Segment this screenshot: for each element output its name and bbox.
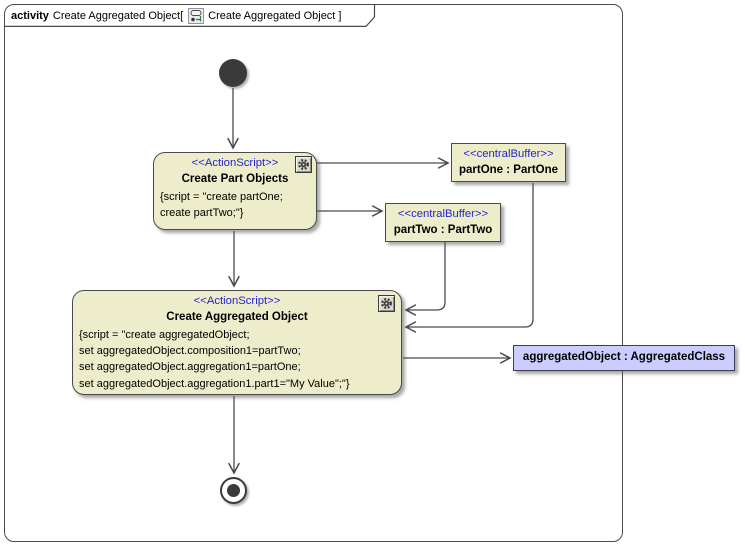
action-title: Create Part Objects bbox=[181, 173, 289, 185]
initial-node[interactable] bbox=[219, 59, 247, 87]
stereotype-label: <<centralBuffer>> bbox=[463, 148, 554, 160]
frame-keyword: activity bbox=[11, 9, 49, 22]
gear-icon[interactable] bbox=[378, 295, 395, 312]
object-aggregated-object[interactable]: aggregatedObject : AggregatedClass bbox=[513, 345, 735, 371]
script-line: set aggregatedObject.aggregation1=partOn… bbox=[79, 361, 301, 374]
buffer-parttwo[interactable]: <<centralBuffer>> partTwo : PartTwo bbox=[385, 203, 501, 242]
stereotype-label: <<ActionScript>> bbox=[193, 295, 281, 307]
script-line: {script = "create aggregatedObject; bbox=[79, 329, 250, 341]
frame-title-tab: activity Create Aggregated Object[ Creat… bbox=[5, 5, 373, 26]
action-create-aggregated-object[interactable]: <<ActionScript>> Create Aggregated Objec… bbox=[72, 290, 402, 395]
buffer-label: partTwo : PartTwo bbox=[393, 224, 493, 236]
action-create-part-objects[interactable]: <<ActionScript>> Create Part Objects {sc… bbox=[153, 152, 317, 230]
final-node-dot bbox=[227, 484, 240, 497]
script-line: {script = "create partOne; bbox=[160, 191, 283, 203]
script-line: set aggregatedObject.composition1=partTw… bbox=[79, 345, 301, 358]
gear-icon[interactable] bbox=[295, 156, 312, 173]
action-script-body: {script = "create partOne; create partTw… bbox=[154, 188, 316, 221]
frame-activity-name: Create Aggregated Object[ bbox=[52, 9, 184, 22]
object-label: aggregatedObject : AggregatedClass bbox=[522, 351, 726, 363]
final-node[interactable] bbox=[220, 477, 247, 504]
script-line: set aggregatedObject.aggregation1.part1=… bbox=[79, 377, 350, 390]
buffer-label: partOne : PartOne bbox=[458, 164, 559, 176]
stereotype-label: <<ActionScript>> bbox=[191, 157, 279, 169]
activity-frame bbox=[4, 4, 623, 542]
action-script-body: {script = "create aggregatedObject; set … bbox=[73, 326, 401, 392]
stereotype-label: <<centralBuffer>> bbox=[397, 208, 489, 220]
activity-diagram-icon bbox=[188, 7, 205, 24]
frame-diagram-ref: Create Aggregated Object ] bbox=[208, 9, 342, 22]
buffer-partone[interactable]: <<centralBuffer>> partOne : PartOne bbox=[451, 143, 566, 182]
action-title: Create Aggregated Object bbox=[166, 311, 308, 323]
script-line: create partTwo;"} bbox=[160, 207, 244, 220]
